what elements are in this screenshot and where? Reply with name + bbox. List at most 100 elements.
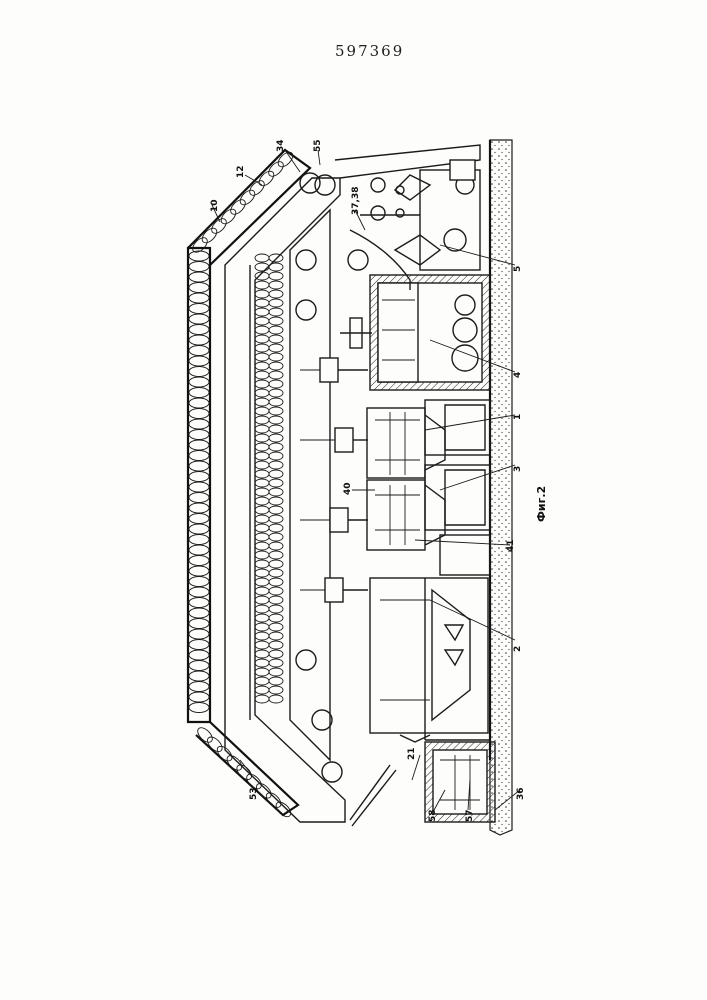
inner-coil: [255, 659, 269, 667]
inner-coil: [255, 398, 269, 406]
roller-coil: [189, 598, 209, 608]
inner-coil: [255, 569, 269, 577]
inner-coil: [269, 614, 283, 622]
inner-coil: [255, 434, 269, 442]
roller-coil: [189, 661, 209, 671]
roller-coils-main: [189, 251, 209, 713]
inner-coil: [255, 371, 269, 379]
inner-coil: [269, 407, 283, 415]
inner-coil: [269, 650, 283, 658]
label-5: 5: [513, 266, 523, 272]
roller-coil: [189, 461, 209, 471]
roller-coil: [189, 409, 209, 419]
label-2: 2: [513, 646, 523, 652]
roller-coil: [257, 169, 277, 189]
inner-coil: [255, 605, 269, 613]
label-3: 3: [513, 466, 523, 472]
inner-coil: [269, 398, 283, 406]
inner-coil: [255, 281, 269, 289]
inner-coil: [269, 263, 283, 271]
roller-coil: [189, 682, 209, 692]
ground-foundation: [490, 140, 512, 835]
roller-coil: [189, 608, 209, 618]
roller-coil: [189, 430, 209, 440]
label-36: 36: [516, 787, 526, 800]
inner-coil: [269, 605, 283, 613]
label-4: 4: [513, 372, 523, 378]
roller-coil: [189, 619, 209, 629]
inner-coil: [269, 443, 283, 451]
drive-units: [300, 318, 372, 602]
inner-coil: [269, 371, 283, 379]
inner-coil: [255, 614, 269, 622]
inner-coil: [255, 515, 269, 523]
figure-label: Фиг.2: [535, 486, 548, 522]
roller-coil: [189, 356, 209, 366]
inner-coil: [255, 578, 269, 586]
inner-coil: [255, 263, 269, 271]
label-37-38: 37,38: [351, 187, 361, 215]
label-53: 53: [249, 787, 259, 800]
inner-coil: [269, 362, 283, 370]
inner-coil: [269, 677, 283, 685]
inner-coil: [269, 470, 283, 478]
inner-coil: [269, 335, 283, 343]
roller-coil: [189, 629, 209, 639]
inner-coil: [255, 488, 269, 496]
roller-coil: [189, 293, 209, 303]
pulley: [296, 300, 316, 320]
inner-coil: [255, 344, 269, 352]
inner-coil: [269, 632, 283, 640]
inner-coil: [269, 542, 283, 550]
drive-motor: [335, 428, 353, 452]
inner-coil: [255, 506, 269, 514]
inner-coil: [269, 254, 283, 262]
inner-coil: [269, 596, 283, 604]
inner-coil: [255, 542, 269, 550]
inner-coil: [255, 524, 269, 532]
label-10: 10: [210, 199, 220, 212]
roller-coil: [189, 325, 209, 335]
inner-coil: [269, 497, 283, 505]
inner-coil: [269, 308, 283, 316]
roller-coil: [200, 226, 220, 246]
inner-coil: [269, 560, 283, 568]
tank-section-4: [370, 275, 490, 390]
inner-coil: [269, 686, 283, 694]
inner-coil: [255, 533, 269, 541]
inner-coil: [255, 335, 269, 343]
inner-coil: [269, 587, 283, 595]
label-21: 21: [407, 747, 417, 760]
inner-coil: [255, 389, 269, 397]
inner-coil: [255, 668, 269, 676]
label-40: 40: [343, 482, 353, 495]
inner-coil: [255, 695, 269, 703]
roller-coil: [189, 514, 209, 524]
roller-coil: [189, 587, 209, 597]
inner-coil: [255, 254, 269, 262]
inner-coil: [255, 551, 269, 559]
roller-coil: [189, 524, 209, 534]
roller-coil: [189, 440, 209, 450]
drive-motor: [330, 508, 348, 532]
roller-coil: [189, 650, 209, 660]
pulley: [296, 250, 316, 270]
roller-coil: [266, 159, 286, 179]
inner-coil: [255, 317, 269, 325]
inner-coil: [255, 470, 269, 478]
inner-coil: [269, 524, 283, 532]
roller-coil: [189, 577, 209, 587]
inner-coil: [269, 668, 283, 676]
label-12: 12: [236, 165, 246, 178]
inner-coil: [255, 632, 269, 640]
inner-coil: [255, 497, 269, 505]
inner-coil: [269, 695, 283, 703]
inner-coil: [269, 326, 283, 334]
drive-motor: [325, 578, 343, 602]
inner-coil: [269, 425, 283, 433]
outer-roller-conveyor: [188, 150, 310, 820]
roller-coil: [189, 314, 209, 324]
inner-coil: [269, 452, 283, 460]
